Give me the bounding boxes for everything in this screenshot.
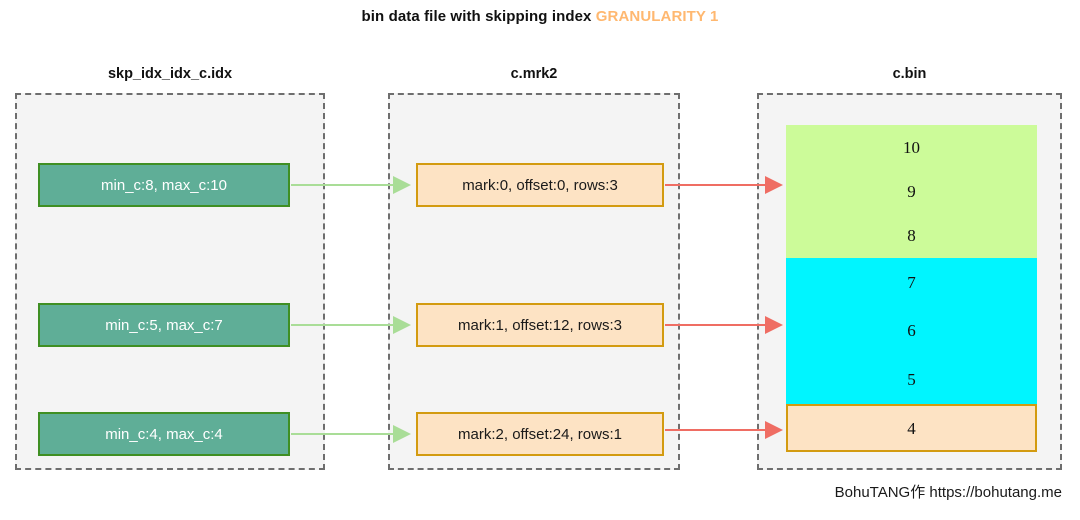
mark-entry: mark:2, offset:24, rows:1 (416, 412, 664, 456)
skip-index-entry: min_c:8, max_c:10 (38, 163, 290, 207)
bin-value: 10 (903, 137, 920, 157)
bin-value: 4 (907, 418, 916, 438)
bin-value: 5 (907, 370, 916, 390)
bin-value: 6 (907, 321, 916, 341)
mark-entry: mark:0, offset:0, rows:3 (416, 163, 664, 207)
footer-credit: BohuTANG作 https://bohutang.me (834, 484, 1062, 501)
bin-value: 8 (907, 226, 916, 246)
column-header-skip-index: skp_idx_idx_c.idx (107, 66, 233, 82)
bin-granule-block: 7 6 5 (786, 258, 1037, 404)
bin-granule-block: 10 9 8 (786, 125, 1037, 258)
page-title-main: bin data file with skipping index (361, 8, 592, 25)
column-header-bin: c.bin (892, 66, 927, 82)
page-title-accent: GRANULARITY 1 (595, 8, 719, 25)
skip-index-entry: min_c:5, max_c:7 (38, 303, 290, 347)
mark-entry: mark:1, offset:12, rows:3 (416, 303, 664, 347)
column-header-marks: c.mrk2 (510, 66, 558, 82)
bin-value: 7 (907, 272, 916, 292)
bin-granule-block: 4 (786, 404, 1037, 452)
skip-index-entry: min_c:4, max_c:4 (38, 412, 290, 456)
panel-marks (388, 93, 680, 470)
panel-skip-index (15, 93, 325, 470)
page-title: bin data file with skipping index GRANUL… (0, 8, 1080, 25)
bin-value: 9 (907, 181, 916, 201)
